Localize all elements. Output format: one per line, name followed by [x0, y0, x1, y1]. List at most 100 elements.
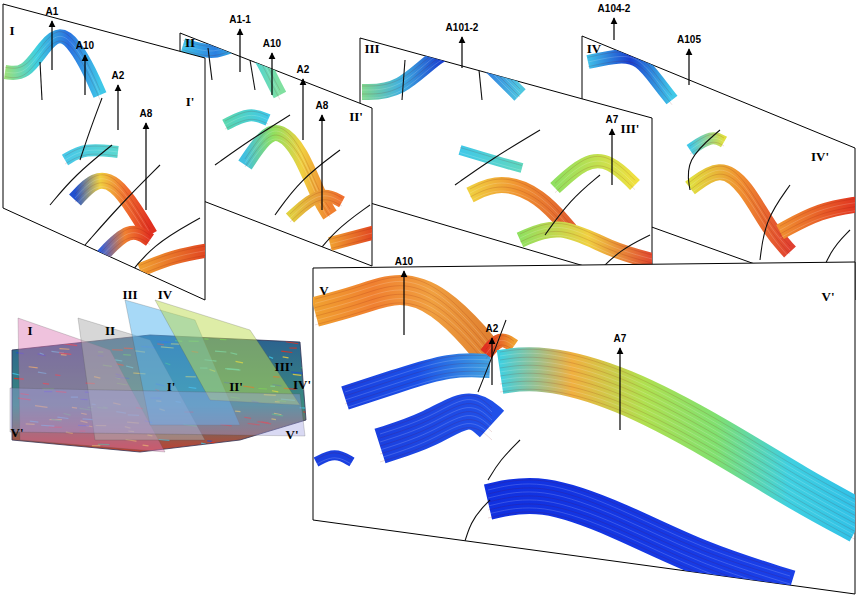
- seismic-layer: [555, 161, 635, 188]
- well-name: A104-2: [598, 3, 631, 14]
- section-label: V': [822, 290, 835, 304]
- section-label: II': [349, 110, 363, 124]
- layer-texture: [245, 139, 330, 221]
- panel-frame: [313, 262, 855, 594]
- seismic-layer: [315, 290, 490, 356]
- layer-texture: [315, 290, 490, 356]
- layer-texture: [780, 202, 858, 230]
- well-name: A8: [140, 108, 153, 119]
- section-label: III': [275, 360, 294, 374]
- section-label: II: [185, 36, 195, 50]
- well-trajectory: [239, 29, 240, 72]
- layer-texture: [362, 47, 520, 93]
- section-label: V: [319, 284, 328, 298]
- section-label: IV': [811, 150, 829, 164]
- layer-texture: [140, 250, 210, 270]
- well-name: A10: [263, 38, 281, 49]
- section-label: II': [229, 380, 243, 394]
- seismic-layer: [460, 150, 522, 168]
- layer-texture: [362, 51, 520, 97]
- seismic-layer: [588, 56, 672, 100]
- layer-texture: [330, 237, 376, 249]
- layer-texture: [315, 277, 490, 343]
- section-plane: [155, 300, 300, 405]
- panel-frame: [180, 33, 372, 266]
- layer-texture: [588, 56, 672, 100]
- layer-texture: [345, 363, 490, 396]
- layer-texture: [362, 43, 520, 89]
- well-name: A10: [76, 40, 94, 51]
- layer-texture: [140, 255, 210, 275]
- fault-line: [250, 60, 255, 90]
- section-panel: [180, 33, 376, 266]
- well-trajectory: [619, 348, 620, 430]
- fault-line: [208, 48, 212, 80]
- well-name: A10: [395, 256, 413, 267]
- fault-line: [478, 60, 482, 100]
- layer-texture: [290, 200, 342, 222]
- layer-texture: [555, 161, 635, 188]
- section-label: I': [167, 380, 176, 394]
- section-plane: [10, 388, 305, 436]
- fault-line: [50, 145, 112, 205]
- layer-texture: [315, 294, 490, 360]
- seismic-layer: [330, 232, 376, 244]
- section-label: IV: [587, 42, 601, 56]
- well-trajectory: [403, 271, 404, 335]
- well-trajectory: [613, 18, 614, 40]
- layer-texture: [315, 286, 490, 352]
- well-name: A101-2: [446, 22, 479, 33]
- model-inset: [10, 300, 316, 452]
- fault-line: [688, 130, 720, 190]
- well-name: A2: [112, 70, 125, 81]
- fault-line: [80, 98, 102, 160]
- fault-line: [760, 185, 790, 260]
- fault-line: [275, 150, 340, 215]
- layer-texture: [460, 153, 522, 171]
- layer-texture: [316, 453, 352, 460]
- layer-texture: [690, 170, 790, 250]
- well-trajectory: [51, 21, 52, 70]
- well-name: A2: [486, 323, 499, 334]
- layer-texture: [380, 428, 492, 462]
- layer-texture: [780, 206, 858, 234]
- well-name: A7: [614, 333, 627, 344]
- layer-texture: [486, 336, 514, 350]
- layer-texture: [520, 231, 656, 264]
- section-label: IV: [158, 288, 172, 302]
- section-label: I: [27, 324, 32, 338]
- layer-texture: [315, 281, 490, 347]
- fault-line: [402, 60, 405, 100]
- section-label: IV': [293, 378, 311, 392]
- layer-texture: [588, 61, 672, 105]
- section-label: V': [286, 428, 299, 442]
- fault-line: [85, 165, 160, 245]
- layer-texture: [500, 389, 858, 542]
- fault-line: [40, 62, 42, 100]
- section-label: III: [364, 42, 379, 56]
- layer-texture: [75, 175, 150, 229]
- layer-texture: [330, 227, 376, 239]
- well-trajectory: [302, 79, 303, 140]
- well-name: A2: [297, 64, 310, 75]
- well-name: A1: [46, 6, 59, 17]
- well-trajectory: [84, 55, 85, 95]
- layer-texture: [245, 135, 330, 217]
- layer-texture: [362, 55, 520, 101]
- well-trajectory: [461, 37, 462, 68]
- fault-line: [545, 175, 600, 235]
- section-panel: [313, 262, 858, 599]
- well-name: A105: [677, 34, 701, 45]
- fault-line: [478, 320, 506, 392]
- well-name: A7: [606, 114, 619, 125]
- layer-texture: [690, 178, 790, 258]
- section-panel: [3, 4, 210, 300]
- fault-line: [460, 500, 490, 560]
- fault-line: [455, 130, 540, 185]
- section-label: III: [122, 288, 137, 302]
- well-name: A8: [316, 100, 329, 111]
- section-label: III': [621, 122, 640, 136]
- layer-texture: [690, 142, 724, 154]
- well-name: A1-1: [229, 14, 251, 25]
